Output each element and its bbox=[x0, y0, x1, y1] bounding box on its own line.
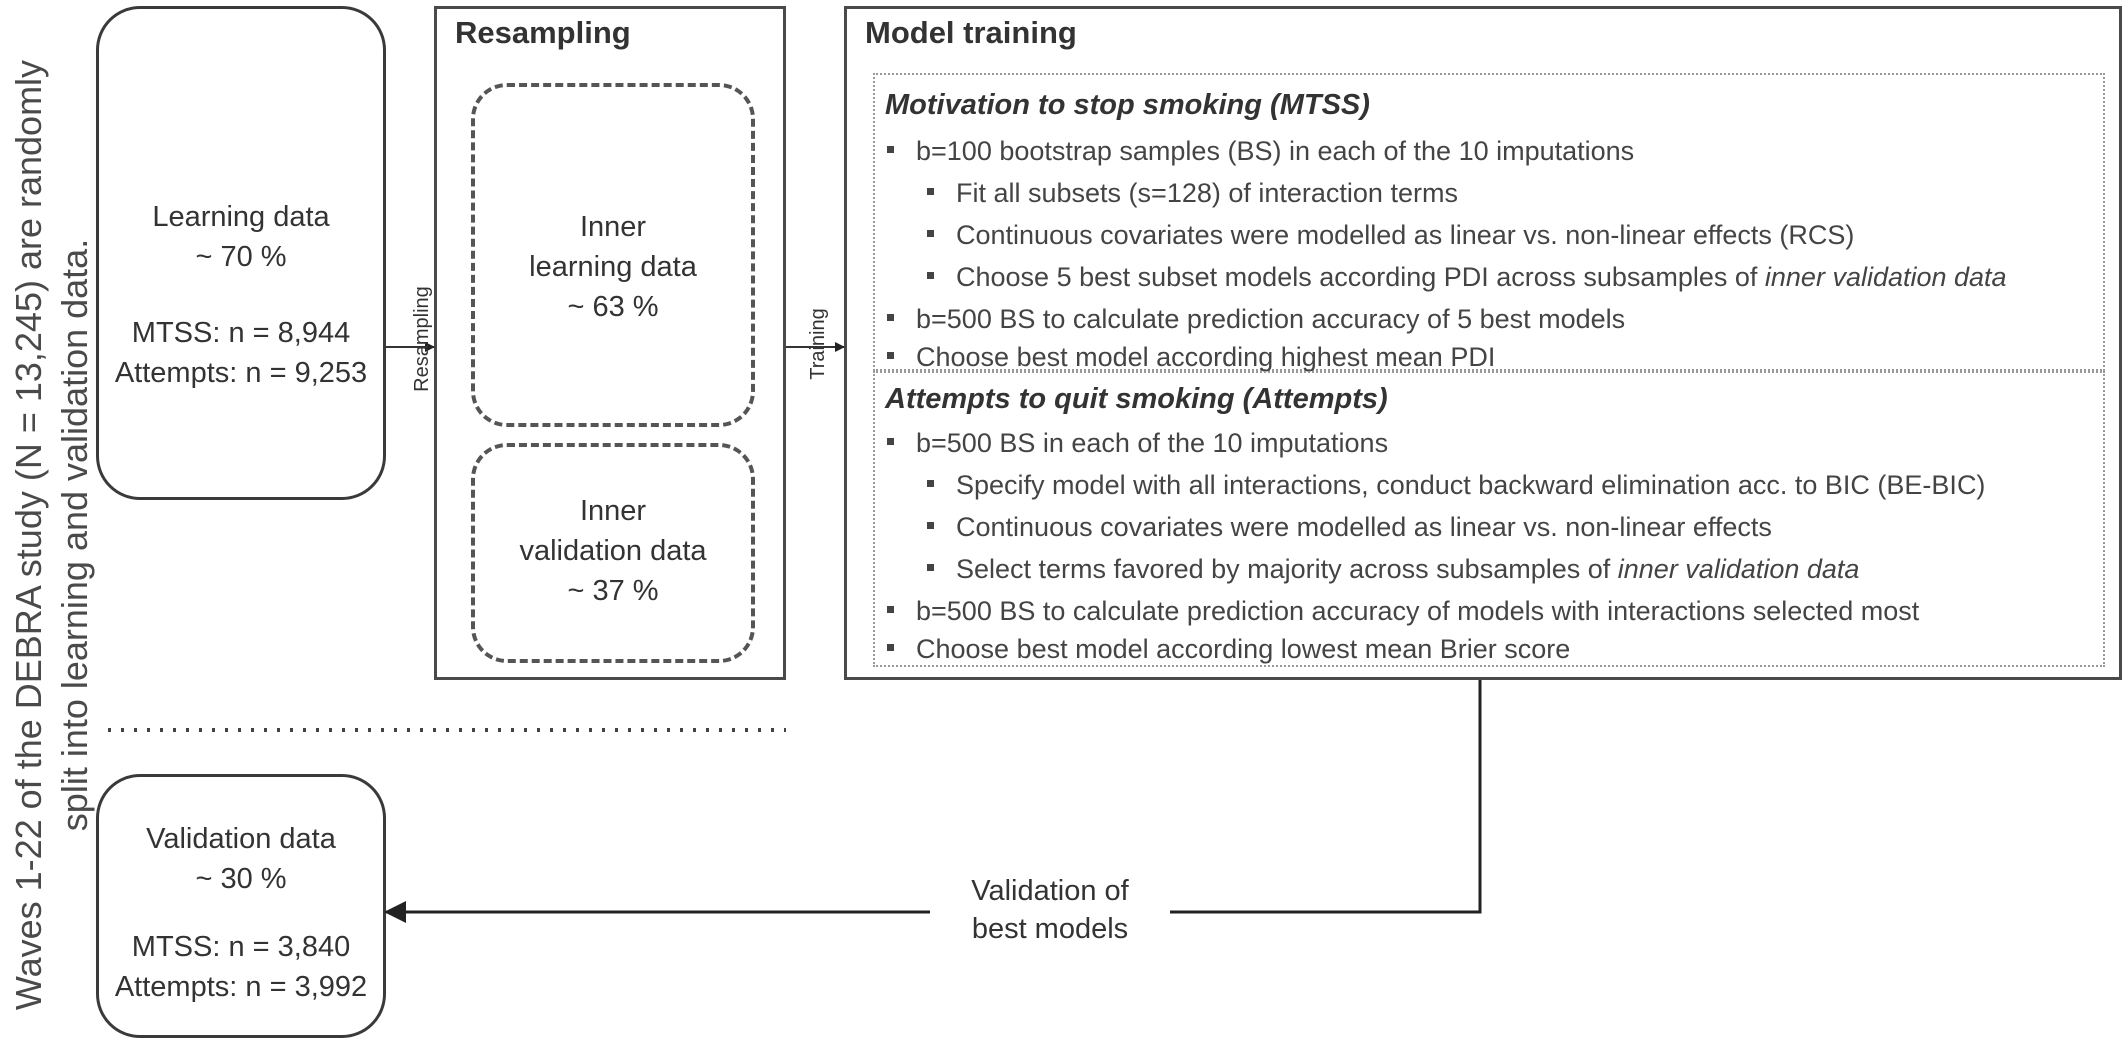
inner-validation-line2: validation data bbox=[519, 535, 707, 567]
mtss-sub-3: Choose 5 best subset models according PD… bbox=[927, 259, 2007, 295]
attempts-bullet-1: b=500 BS in each of the 10 imputations bbox=[887, 425, 1388, 461]
training-arrow-label: Training bbox=[807, 308, 829, 380]
model-training-box: Model training Motivation to stop smokin… bbox=[844, 6, 2122, 680]
validation-data-box: Validation data ~ 30 % MTSS: n = 3,840 A… bbox=[96, 774, 386, 1038]
mtss-bullet-2: b=500 BS to calculate prediction accurac… bbox=[887, 301, 1625, 337]
resampling-arrow-label: Resampling bbox=[411, 286, 433, 392]
mtss-bullet-1: b=100 bootstrap samples (BS) in each of … bbox=[887, 133, 1634, 169]
resampling-title: Resampling bbox=[455, 15, 631, 50]
learning-mtss: MTSS: n = 8,944 bbox=[131, 317, 351, 349]
learning-title: Learning data bbox=[152, 201, 330, 233]
mtss-bullet-3: Choose best model according highest mean… bbox=[887, 339, 1495, 375]
learning-data-box: Learning data ~ 70 % MTSS: n = 8,944 Att… bbox=[96, 6, 386, 500]
validation-mtss: MTSS: n = 3,840 bbox=[131, 931, 351, 963]
mtss-sub-2: Continuous covariates were modelled as l… bbox=[927, 217, 1854, 253]
learning-percent: ~ 70 % bbox=[195, 241, 287, 273]
attempts-bullet-2: b=500 BS to calculate prediction accurac… bbox=[887, 593, 1919, 629]
attempts-sub-1: Specify model with all interactions, con… bbox=[927, 467, 1985, 503]
validation-title: Validation data bbox=[146, 823, 336, 855]
resampling-box: Resampling Inner learning data ~ 63 % In… bbox=[434, 6, 786, 680]
validation-attempts: Attempts: n = 3,992 bbox=[114, 971, 368, 1003]
mtss-panel: Motivation to stop smoking (MTSS) b=100 … bbox=[873, 73, 2105, 372]
learning-attempts: Attempts: n = 9,253 bbox=[114, 357, 368, 389]
attempts-bullet-3: Choose best model according lowest mean … bbox=[887, 631, 1570, 667]
inner-learning-percent: ~ 63 % bbox=[567, 291, 659, 323]
attempts-panel: Attempts to quit smoking (Attempts) b=50… bbox=[873, 371, 2105, 667]
validation-percent: ~ 30 % bbox=[195, 863, 287, 895]
mtss-sub-1: Fit all subsets (s=128) of interaction t… bbox=[927, 175, 1458, 211]
attempts-heading: Attempts to quit smoking (Attempts) bbox=[885, 383, 1388, 415]
mtss-heading: Motivation to stop smoking (MTSS) bbox=[885, 89, 1370, 121]
inner-learning-line2: learning data bbox=[529, 251, 697, 283]
inner-learning-line1: Inner bbox=[579, 211, 647, 243]
attempts-sub-2: Continuous covariates were modelled as l… bbox=[927, 509, 1772, 545]
inner-learning-box: Inner learning data ~ 63 % bbox=[471, 83, 755, 427]
inner-validation-percent: ~ 37 % bbox=[567, 575, 659, 607]
inner-validation-line1: Inner bbox=[579, 495, 647, 527]
validation-arrow-label: Validation of best models bbox=[930, 872, 1170, 948]
model-training-title: Model training bbox=[865, 15, 1077, 50]
inner-validation-box: Inner validation data ~ 37 % bbox=[471, 443, 755, 663]
attempts-sub-3: Select terms favored by majority across … bbox=[927, 551, 1859, 587]
side-label: Waves 1-22 of the DEBRA study (N = 13,24… bbox=[8, 59, 95, 1011]
